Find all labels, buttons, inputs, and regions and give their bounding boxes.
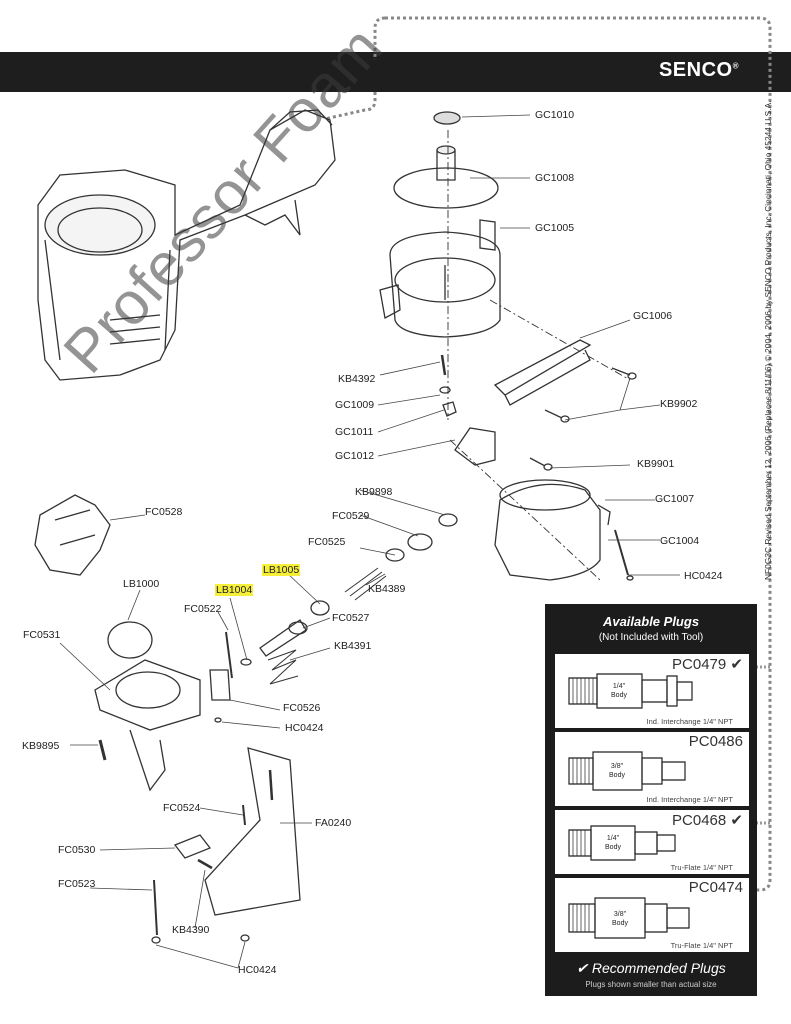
part-label-gc1009: GC1009 [335, 399, 375, 411]
svg-text:3/8": 3/8" [611, 763, 624, 770]
plug-card: PC0468 ✔ 1/4" Body Tru-Flate 1/4" NPT [555, 810, 749, 874]
svg-text:1/4": 1/4" [607, 835, 620, 842]
plugs-subtitle: (Not Included with Tool) [598, 632, 704, 643]
part-label-gc1008: GC1008 [535, 172, 575, 184]
senco-logo: SENCO® [658, 59, 739, 81]
part-label-fa0240: FA0240 [315, 817, 352, 829]
part-label-fc0523: FC0523 [58, 878, 96, 890]
plug-card: PC0486 3/8" Body Ind. Interchange 1/4" N… [555, 732, 749, 806]
part-label-gc1004: GC1004 [660, 535, 700, 547]
part-label-fc0527: FC0527 [332, 612, 370, 624]
plug-description: Ind. Interchange 1/4" NPT [646, 795, 733, 804]
svg-text:Body: Body [605, 844, 621, 851]
part-label-fc0528: FC0528 [145, 506, 183, 518]
part-label-lb1004: LB1004 [215, 584, 254, 596]
svg-text:Body: Body [612, 920, 628, 927]
part-label-fc0526: FC0526 [283, 702, 321, 714]
part-label-kb4390: KB4390 [172, 924, 210, 936]
part-label-kb4392: KB4392 [338, 373, 376, 385]
plug-code: PC0474 [688, 879, 743, 896]
svg-text:Body: Body [611, 692, 627, 699]
plug-card: PC0474 3/8" Body Tru-Flate 1/4" NPT [555, 878, 749, 952]
plugs-title: Available Plugs [602, 614, 700, 629]
part-label-gc1012: GC1012 [335, 450, 375, 462]
plug-description: Tru-Flate 1/4" NPT [670, 941, 733, 950]
part-label-gc1006: GC1006 [633, 310, 673, 322]
plug-description: Ind. Interchange 1/4" NPT [646, 717, 733, 726]
part-label-hc0424-bottom: HC0424 [238, 964, 277, 976]
plug-icon: 3/8" Body [568, 751, 686, 791]
plugs-size-note: Plugs shown smaller than actual size [585, 980, 717, 989]
part-label-hc0424-mid: HC0424 [285, 722, 324, 734]
part-label-gc1010: GC1010 [535, 109, 575, 121]
svg-text:1/4": 1/4" [613, 683, 626, 690]
svg-text:Body: Body [609, 772, 625, 779]
part-label-fc0522: FC0522 [184, 603, 222, 615]
part-label-fc0531: FC0531 [23, 629, 61, 641]
plug-code: PC0468 ✔ [672, 812, 743, 829]
part-label-kb9902: KB9902 [660, 398, 698, 410]
plug-icon: 1/4" Body [568, 825, 676, 861]
plug-card: PC0479 ✔ 1/4" Body Ind. Interchange 1/4"… [555, 654, 749, 728]
part-label-fc0529: FC0529 [332, 510, 370, 522]
plug-icon: 3/8" Body [568, 897, 690, 939]
plug-code: PC0486 [688, 733, 743, 750]
plug-code: PC0479 ✔ [672, 656, 743, 673]
plug-icon: 1/4" Body [568, 673, 693, 709]
revision-note: NF0G3C Revised September 12, 2006 (Repla… [763, 100, 773, 580]
part-label-gc1011: GC1011 [335, 426, 374, 438]
part-label-kb9898: KB9898 [355, 486, 393, 498]
header-bar: SENCO® [0, 52, 791, 92]
part-label-lb1005: LB1005 [262, 564, 301, 576]
svg-text:3/8": 3/8" [614, 911, 627, 918]
part-label-fc0524: FC0524 [163, 802, 201, 814]
part-label-gc1005: GC1005 [535, 222, 575, 234]
part-label-kb9901: KB9901 [637, 458, 675, 470]
available-plugs-panel: Available Plugs (Not Included with Tool)… [545, 604, 757, 996]
part-label-kb4389: KB4389 [368, 583, 406, 595]
part-label-kb4391: KB4391 [334, 640, 372, 652]
part-label-kb9895: KB9895 [22, 740, 60, 752]
part-label-fc0530: FC0530 [58, 844, 96, 856]
part-label-gc1007: GC1007 [655, 493, 695, 505]
part-label-fc0525: FC0525 [308, 536, 346, 548]
part-label-hc0424-top: HC0424 [684, 570, 723, 582]
plug-description: Tru-Flate 1/4" NPT [670, 863, 733, 872]
recommended-plugs-label: ✔ Recommended Plugs [576, 960, 726, 976]
part-label-lb1000: LB1000 [123, 578, 160, 590]
